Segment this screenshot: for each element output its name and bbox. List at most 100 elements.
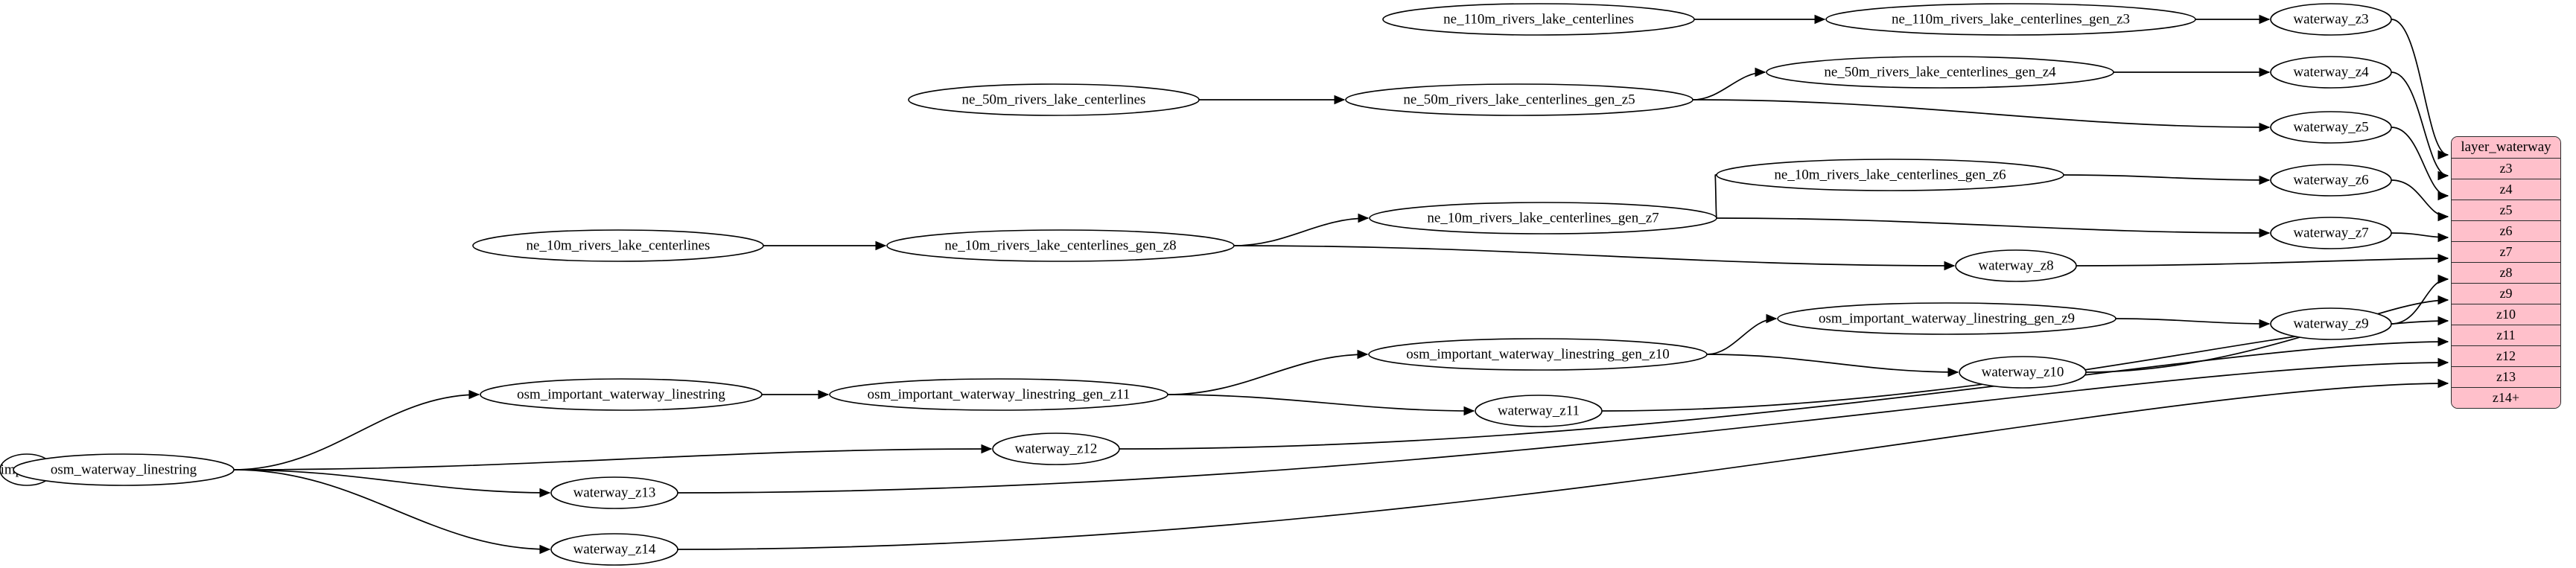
node-osm_important_waterway_linestring[interactable]: osm_important_waterway_linestring (480, 378, 763, 411)
node-waterway_z6[interactable]: waterway_z6 (2270, 164, 2392, 197)
node-ne_10m_rivers_lake_centerlines_gen_z8[interactable]: ne_10m_rivers_lake_centerlines_gen_z8 (886, 229, 1235, 262)
node-shape-ne_10m_rivers_lake_centerlines_gen_z7[interactable] (1369, 202, 1717, 234)
edge-arrowhead (2437, 274, 2449, 284)
node-shape-waterway_z14[interactable] (550, 533, 678, 566)
node-shape-osm_important_waterway_linestring_gen_z9[interactable] (1777, 302, 2117, 335)
node-shape-waterway_z11[interactable] (1475, 395, 1603, 427)
edge-arrowhead (2437, 150, 2449, 160)
node-osm_important_waterway_linestring_gen_z11[interactable]: osm_important_waterway_linestring_gen_z1… (829, 378, 1168, 411)
node-ne_50m_rivers_lake_centerlines_gen_z5[interactable]: ne_50m_rivers_lake_centerlines_gen_z5 (1345, 83, 1694, 116)
node-shape-waterway_z13[interactable] (550, 476, 678, 509)
edge-ne_10m_rivers_lake_centerlines_gen_z8-to-waterway_z8 (1233, 245, 1955, 267)
edge-ne_10m_rivers_lake_centerlines_gen_z7-to-ne_10m_rivers_lake_centerlines_gen_z6 (1714, 174, 1717, 219)
edge-arrowhead (2259, 67, 2271, 77)
node-shape-waterway_z12[interactable] (992, 433, 1120, 465)
node-ne_110m_rivers_lake_centerlines_gen_z3[interactable]: ne_110m_rivers_lake_centerlines_gen_z3 (1825, 3, 2196, 36)
node-shape-osm_waterway_linestring[interactable] (13, 453, 235, 486)
layer-table-row-z11[interactable]: z11 (2452, 325, 2560, 346)
edge-arrowhead (2437, 211, 2449, 222)
node-shape-waterway_z7[interactable] (2270, 217, 2392, 249)
edge-osm_waterway_linestring-to-osm_important_waterway_linestring (233, 394, 480, 470)
edge-arrowhead (1357, 349, 1369, 360)
node-shape-ne_50m_rivers_lake_centerlines[interactable] (908, 83, 1200, 116)
node-label-waterway_z4: waterway_z4 (2293, 64, 2369, 80)
node-waterway_z11[interactable]: waterway_z11 (1475, 395, 1603, 427)
edge-waterway_z12-to-layer_z12 (1119, 341, 2449, 450)
node-ne_10m_rivers_lake_centerlines[interactable]: ne_10m_rivers_lake_centerlines (472, 229, 764, 262)
layer-table-row-z10[interactable]: z10 (2452, 304, 2560, 325)
edge-arrowhead (2437, 357, 2449, 368)
node-label-waterway_z6: waterway_z6 (2293, 172, 2368, 188)
edge-arrowhead (2437, 191, 2449, 201)
node-shape-ne_10m_rivers_lake_centerlines_gen_z8[interactable] (886, 229, 1235, 262)
layer-table-row-z8[interactable]: z8 (2452, 263, 2560, 284)
node-shape-osm_important_waterway_linestring_gen_z10[interactable] (1368, 338, 1708, 371)
node-waterway_z12[interactable]: waterway_z12 (992, 433, 1120, 465)
node-shape-waterway_z9[interactable] (2270, 307, 2392, 340)
edge-waterway_z14-to-layer_z14 (677, 383, 2449, 550)
node-waterway_z7[interactable]: waterway_z7 (2270, 217, 2392, 249)
node-waterway_z5[interactable]: waterway_z5 (2270, 111, 2392, 144)
node-waterway_z14[interactable]: waterway_z14 (550, 533, 678, 566)
node-label-ne_50m_rivers_lake_centerlines_gen_z4: ne_50m_rivers_lake_centerlines_gen_z4 (1824, 64, 2056, 80)
node-shape-ne_50m_rivers_lake_centerlines_gen_z5[interactable] (1345, 83, 1694, 116)
node-label-waterway_z3: waterway_z3 (2293, 11, 2368, 27)
node-osm_important_waterway_linestring_gen_z9[interactable]: osm_important_waterway_linestring_gen_z9 (1777, 302, 2117, 335)
edge-arrowhead (2437, 378, 2449, 389)
edge-osm_important_waterway_linestring_gen_z11-to-waterway_z11 (1167, 394, 1475, 412)
node-shape-ne_10m_rivers_lake_centerlines[interactable] (472, 229, 764, 262)
node-ne_110m_rivers_lake_centerlines[interactable]: ne_110m_rivers_lake_centerlines (1382, 3, 1695, 36)
node-ne_50m_rivers_lake_centerlines_gen_z4[interactable]: ne_50m_rivers_lake_centerlines_gen_z4 (1766, 56, 2114, 89)
edge-waterway_z3-to-layer_z3 (2391, 19, 2449, 156)
node-shape-waterway_z3[interactable] (2270, 3, 2392, 36)
layer-table-row-z5[interactable]: z5 (2452, 200, 2560, 221)
node-shape-ne_110m_rivers_lake_centerlines[interactable] (1382, 3, 1695, 36)
node-shape-waterway_z4[interactable] (2270, 56, 2392, 89)
node-waterway_z10[interactable]: waterway_z10 (1959, 356, 2087, 389)
edge-ne_50m_rivers_lake_centerlines_gen_z5-to-waterway_z5 (1692, 99, 2270, 128)
node-shape-ne_110m_rivers_lake_centerlines_gen_z3[interactable] (1825, 3, 2196, 36)
layer-table-row-z7[interactable]: z7 (2452, 242, 2560, 263)
layer-table-row-z4[interactable]: z4 (2452, 179, 2560, 200)
node-shape-ne_50m_rivers_lake_centerlines_gen_z4[interactable] (1766, 56, 2114, 89)
node-label-osm_important_waterway_linestring_gen_z10: osm_important_waterway_linestring_gen_z1… (1406, 346, 1670, 362)
node-osm_important_waterway_linestring_gen_z10[interactable]: osm_important_waterway_linestring_gen_z1… (1368, 338, 1708, 371)
layer-table-row-z14plus[interactable]: z14+ (2452, 388, 2560, 408)
edge-osm_important_waterway_linestring_gen_z10-to-osm_important_waterway_linestring_gen_z9 (1706, 318, 1777, 355)
node-label-ne_10m_rivers_lake_centerlines_gen_z7: ne_10m_rivers_lake_centerlines_gen_z7 (1427, 210, 1659, 226)
layer-table-row-z12[interactable]: z12 (2452, 346, 2560, 367)
node-label-waterway_z5: waterway_z5 (2293, 119, 2368, 135)
node-waterway_z8[interactable]: waterway_z8 (1955, 249, 2077, 282)
node-shape-waterway_z10[interactable] (1959, 356, 2087, 389)
layer-table-row-z9[interactable]: z9 (2452, 284, 2560, 304)
layer-table-row-z13[interactable]: z13 (2452, 367, 2560, 388)
layer-table-row-z6[interactable]: z6 (2452, 221, 2560, 242)
node-ne_50m_rivers_lake_centerlines[interactable]: ne_50m_rivers_lake_centerlines (908, 83, 1200, 116)
edge-osm_waterway_linestring-to-waterway_z12 (233, 448, 992, 470)
layer-table-row-z3[interactable]: z3 (2452, 159, 2560, 179)
edge-arrowhead (2259, 122, 2271, 133)
node-shape-waterway_z5[interactable] (2270, 111, 2392, 144)
edge-ne_10m_rivers_lake_centerlines_gen_z7-to-waterway_z7 (1716, 217, 2270, 234)
node-shape-waterway_z8[interactable] (1955, 249, 2077, 282)
node-shape-osm_important_waterway_linestring_gen_z11[interactable] (829, 378, 1168, 411)
edge-arrowhead (2259, 319, 2271, 329)
node-osm_waterway_linestring[interactable]: osm_waterway_linestring (13, 453, 235, 486)
node-waterway_z9[interactable]: waterway_z9 (2270, 307, 2392, 340)
edge-arrowhead (1944, 261, 1956, 271)
edge-arrowhead (1766, 313, 1778, 324)
node-ne_10m_rivers_lake_centerlines_gen_z7[interactable]: ne_10m_rivers_lake_centerlines_gen_z7 (1369, 202, 1717, 234)
node-waterway_z4[interactable]: waterway_z4 (2270, 56, 2392, 89)
node-waterway_z3[interactable]: waterway_z3 (2270, 3, 2392, 36)
edge-waterway_z8-to-layer_z8 (2076, 258, 2449, 267)
node-ne_10m_rivers_lake_centerlines_gen_z6[interactable]: ne_10m_rivers_lake_centerlines_gen_z6 (1716, 159, 2064, 191)
node-label-ne_110m_rivers_lake_centerlines: ne_110m_rivers_lake_centerlines (1443, 11, 1634, 27)
edge-waterway_z5-to-layer_z5 (2391, 127, 2449, 197)
node-waterway_z13[interactable]: waterway_z13 (550, 476, 678, 509)
node-shape-ne_10m_rivers_lake_centerlines_gen_z6[interactable] (1716, 159, 2064, 191)
node-shape-waterway_z6[interactable] (2270, 164, 2392, 197)
node-shape-osm_important_waterway_linestring[interactable] (480, 378, 763, 411)
